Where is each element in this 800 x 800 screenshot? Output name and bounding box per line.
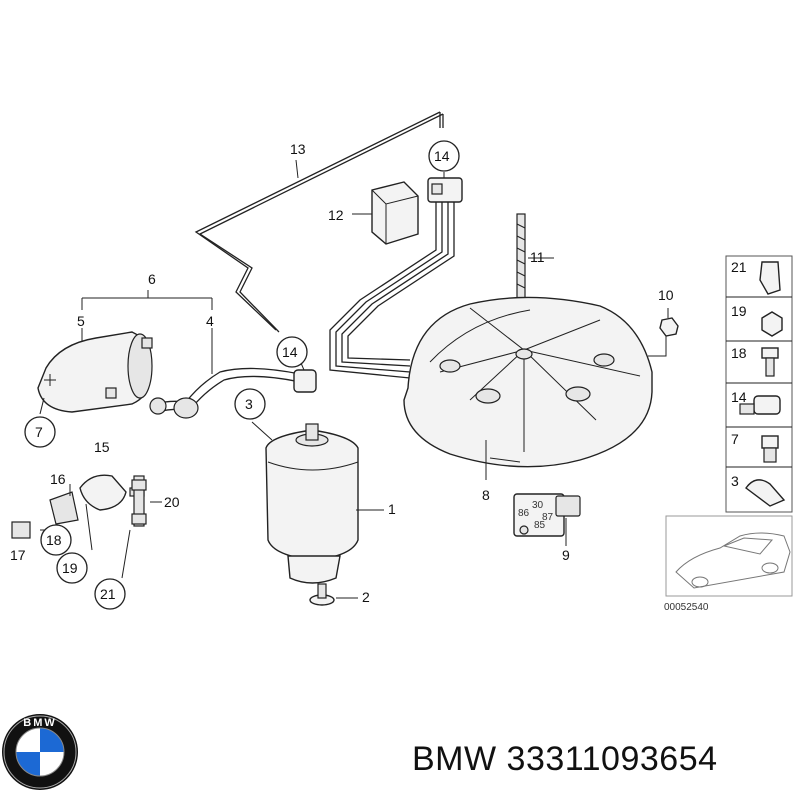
relay-pin-30: 30	[532, 500, 544, 511]
callout-13: 13	[290, 141, 306, 157]
callout-labels: 1 2 3 4 5 6 7 8 9 10 11 12 13 14 14 15 1…	[10, 141, 674, 605]
callout-8: 8	[482, 487, 490, 503]
callout-20: 20	[164, 494, 180, 510]
callout-4: 4	[206, 313, 214, 329]
part-10-nut	[659, 308, 679, 337]
side-panel-label-5: 7	[731, 431, 739, 447]
sensor-group-15	[11, 474, 162, 579]
callout-1: 1	[388, 501, 396, 517]
part-2-pad	[309, 583, 358, 606]
callout-9: 9	[562, 547, 570, 563]
relay-pin-86: 86	[518, 508, 530, 519]
callout-12: 12	[328, 207, 344, 223]
part-5-accumulator	[37, 290, 213, 415]
callout-15: 15	[94, 439, 110, 455]
part-12-control-unit	[352, 181, 419, 245]
side-panel-label-4: 14	[731, 389, 747, 405]
pipe-13	[194, 111, 444, 333]
callout-16: 16	[50, 471, 66, 487]
callout-21: 21	[100, 586, 116, 602]
side-panel-label-2: 19	[731, 303, 747, 319]
bmw-logo-text: BMW	[23, 717, 57, 729]
part-4-hose	[149, 328, 317, 419]
pipes-to-tank	[329, 200, 455, 379]
part-9-relay: 30 86 87 85	[513, 493, 581, 546]
callout-11: 11	[530, 249, 545, 265]
callout-2: 2	[362, 589, 370, 605]
callout-14-mid: 14	[282, 344, 298, 360]
side-panel-label-1: 21	[731, 259, 747, 275]
callout-14-top: 14	[434, 148, 450, 164]
callout-circles	[24, 140, 460, 610]
callout-6: 6	[148, 271, 156, 287]
callout-19: 19	[62, 560, 78, 576]
callout-3: 3	[245, 396, 253, 412]
car-thumbnail: 00052540	[664, 515, 793, 613]
part-14-valve-top	[427, 172, 463, 203]
relay-pin-87: 87	[542, 512, 554, 523]
part-8-tank	[403, 296, 667, 480]
callout-5: 5	[77, 313, 85, 329]
relay-pin-85: 85	[534, 520, 546, 531]
callout-18: 18	[46, 532, 62, 548]
bmw-logo: BMW	[2, 714, 78, 790]
callout-17: 17	[10, 547, 26, 563]
side-panel-label-3: 18	[731, 345, 747, 361]
side-panel: 21 19 18 14 7 3	[725, 255, 793, 513]
drawing-number: 00052540	[664, 602, 709, 613]
part-1-air-spring	[251, 421, 384, 584]
callout-7: 7	[35, 424, 43, 440]
callout-10: 10	[658, 287, 674, 303]
part-number-line: BMW 33311093654	[412, 740, 718, 778]
side-panel-label-6: 3	[731, 473, 739, 489]
